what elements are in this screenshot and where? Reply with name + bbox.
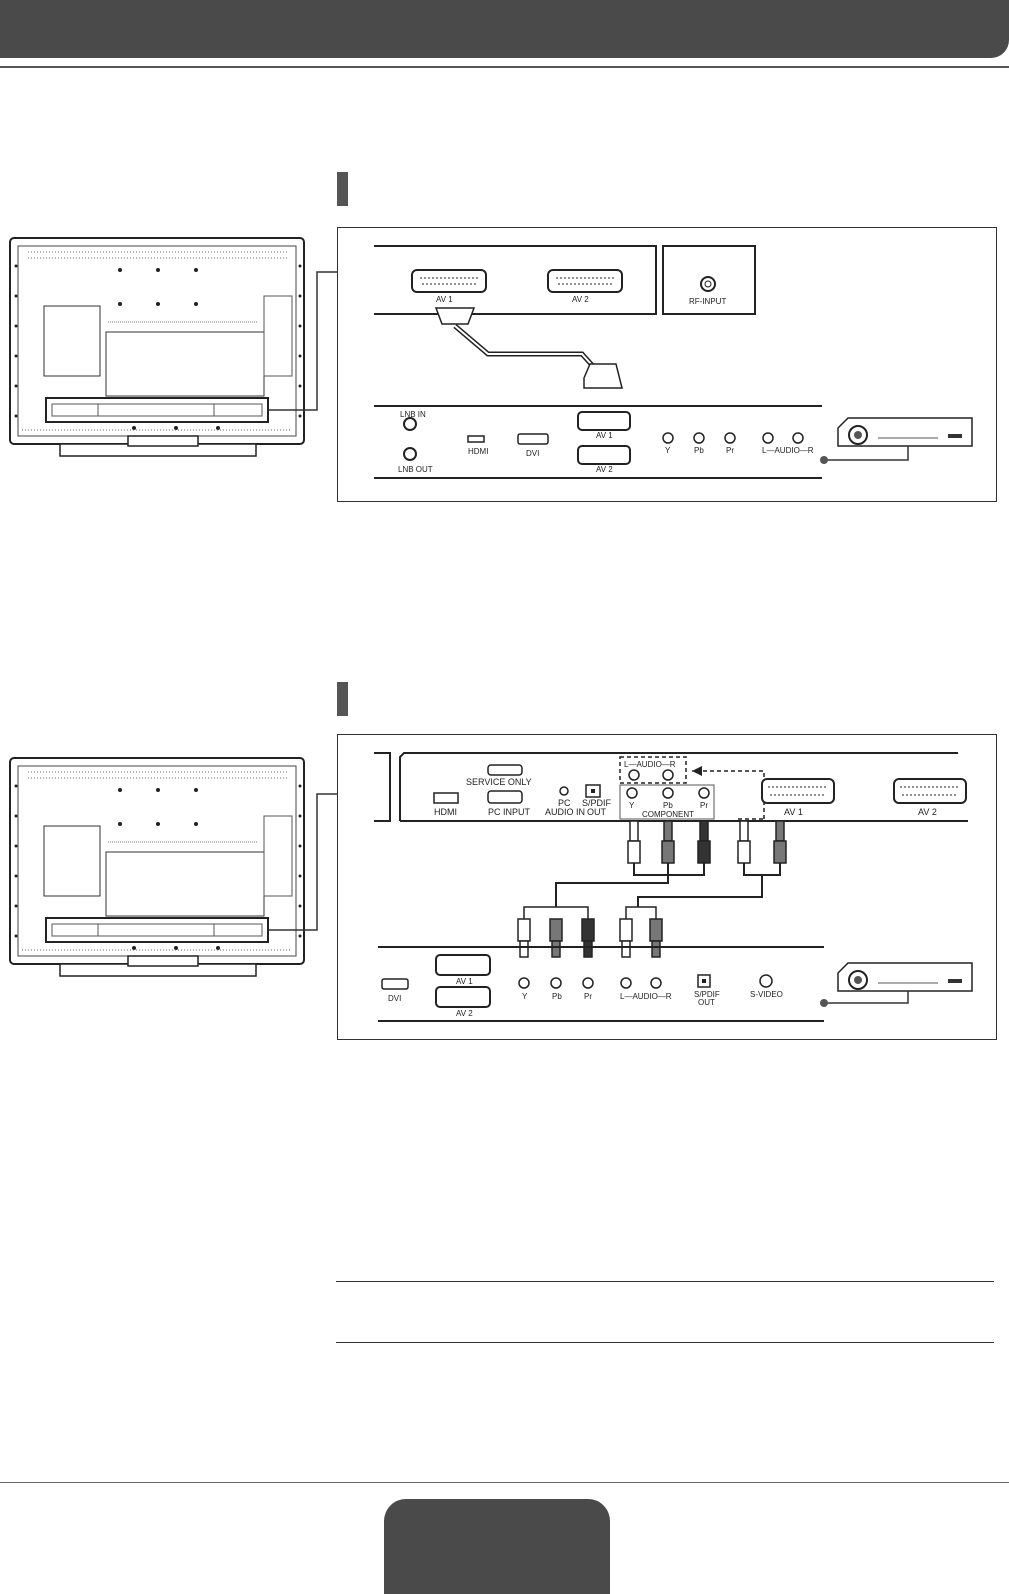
rf-input-label: RF-INPUT	[689, 297, 726, 306]
service-only-label: SERVICE ONLY	[466, 777, 532, 787]
hdmi-label-2: HDMI	[434, 807, 457, 817]
hdmi-label-1: HDMI	[468, 447, 488, 456]
audio-label-2: L—AUDIO—R	[620, 992, 672, 1001]
section-marker-2	[337, 682, 348, 716]
spdif-label-2c: S/PDIF	[694, 990, 720, 999]
lnb-in-label: LNB IN	[400, 410, 426, 419]
top-y-label: Y	[629, 801, 635, 810]
header-rule	[0, 66, 1009, 68]
top-av1-label: AV 1	[436, 295, 453, 304]
section-marker-1	[337, 172, 348, 206]
callout-line-1	[268, 268, 359, 411]
top-audio-label: L—AUDIO—R	[624, 760, 676, 769]
top-pr-label: Pr	[700, 801, 708, 810]
note-rule-bottom	[336, 1342, 994, 1343]
top-av1-label-2: AV 1	[784, 807, 803, 817]
bottom-av1-label-1: AV 1	[596, 431, 613, 440]
bottom-av2-label-1: AV 2	[596, 465, 613, 474]
page-number-tab	[384, 1499, 610, 1594]
pc-audio-label-1: PC	[558, 798, 571, 808]
connection-diagram-2: HDMI SERVICE ONLY PC INPUT PC AUDIO IN S…	[337, 734, 997, 1040]
dvi-label-1: DVI	[526, 449, 539, 458]
pb-label-1: Pb	[694, 446, 704, 455]
tv-rear-illustration-2	[9, 757, 305, 977]
pb-label-2: Pb	[552, 992, 562, 1001]
pc-audio-label-2: AUDIO IN	[545, 807, 585, 817]
spdif-label-2d: OUT	[698, 998, 715, 1007]
pr-label-2: Pr	[584, 992, 592, 1001]
bottom-av1-label-2: AV 1	[456, 977, 473, 986]
tv-rear-illustration-1	[9, 237, 305, 457]
y-label-1: Y	[665, 446, 671, 455]
bottom-av2-label-2: AV 2	[456, 1009, 473, 1018]
spdif-label-2b: OUT	[587, 807, 607, 817]
dvi-label-2: DVI	[388, 994, 401, 1003]
component-label: COMPONENT	[642, 810, 694, 819]
audio-label-1: L—AUDIO—R	[762, 446, 814, 455]
footer-rule	[0, 1482, 1009, 1483]
header-bar	[0, 0, 1009, 58]
svideo-label: S-VIDEO	[750, 990, 783, 999]
callout-line-2	[268, 790, 359, 931]
top-av2-label-2: AV 2	[918, 807, 937, 817]
pc-input-label: PC INPUT	[488, 807, 531, 817]
y-label-2: Y	[522, 992, 528, 1001]
connection-diagram-1: AV 1 AV 2 RF-INPUT LNB IN LNB OUT HDMI D…	[337, 227, 997, 502]
spdif-label-2a: S/PDIF	[582, 798, 612, 808]
lnb-out-label: LNB OUT	[398, 465, 433, 474]
note-rule-top	[336, 1281, 994, 1282]
pr-label-1: Pr	[726, 446, 734, 455]
top-av2-label: AV 2	[572, 295, 589, 304]
top-pb-label: Pb	[663, 801, 673, 810]
